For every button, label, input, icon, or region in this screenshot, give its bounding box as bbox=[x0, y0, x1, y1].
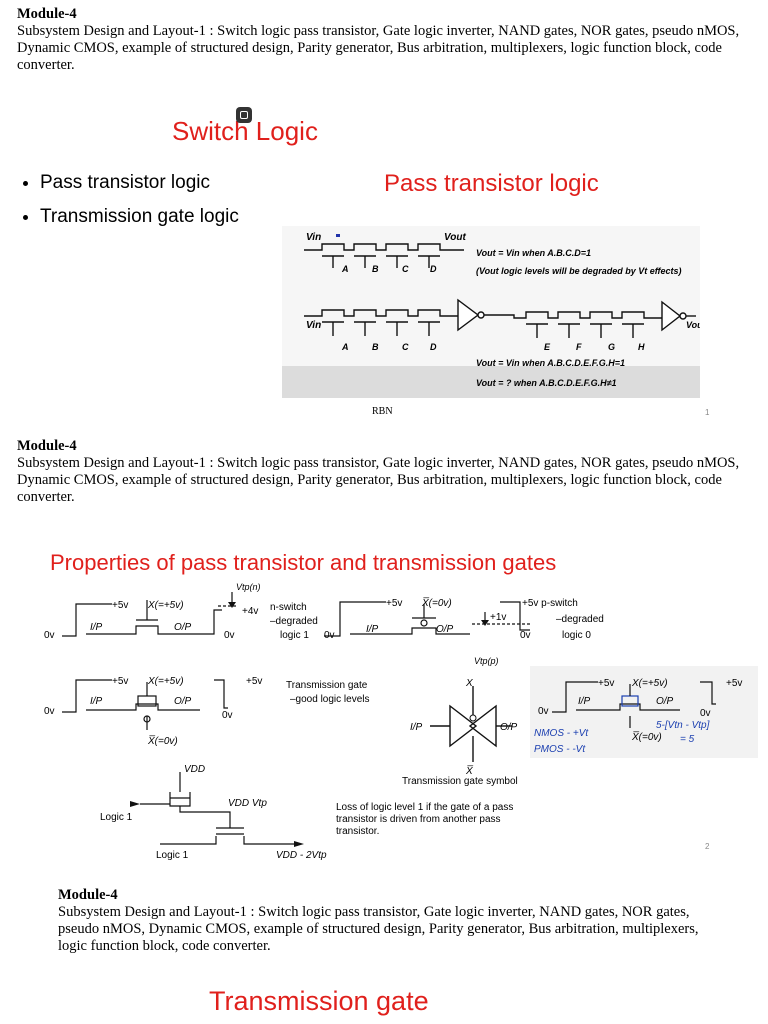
gate-label: E bbox=[544, 342, 551, 352]
input-label: I/P bbox=[578, 696, 591, 707]
equation-1-note: (Vout logic levels will be degraded by V… bbox=[476, 266, 682, 276]
symbol-caption: Transmission gate symbol bbox=[402, 776, 518, 787]
voltage-label: +1v bbox=[490, 612, 506, 623]
slide-title: Properties of pass transistor and transm… bbox=[50, 550, 557, 575]
switch-desc: –degraded bbox=[270, 616, 318, 627]
voltage-label: 0v bbox=[44, 630, 55, 641]
gate-label: G bbox=[608, 342, 615, 352]
bullet-item: Pass transistor logic bbox=[40, 166, 239, 200]
voltage-label: +5v bbox=[726, 678, 742, 689]
gate-voltage-label: X̅(=0v) bbox=[421, 597, 452, 609]
gate-label: B bbox=[372, 264, 379, 274]
switch-desc: logic 0 bbox=[562, 630, 591, 641]
logic-label: Logic 1 bbox=[156, 850, 189, 861]
gate-label: H bbox=[638, 342, 645, 352]
voltage-label: 0v bbox=[538, 706, 549, 717]
threshold-label: Vtp(p) bbox=[474, 656, 499, 666]
symbol-input-label: I/P bbox=[410, 722, 423, 733]
module-description: Subsystem Design and Layout-1 : Switch l… bbox=[58, 904, 699, 954]
symbol-output-label: O/P bbox=[500, 722, 518, 733]
symbol-x-label: X bbox=[465, 678, 473, 689]
voltage-label: +5v bbox=[598, 678, 614, 689]
vout-label: Vout bbox=[686, 320, 700, 330]
slide-title: Transmission gate bbox=[209, 986, 429, 1016]
voltage-label: +5v bbox=[112, 676, 128, 687]
equation-3: Vout = ? when A.B.C.D.E.F.G.H≠1 bbox=[476, 378, 617, 388]
module-title: Module-4 bbox=[17, 438, 77, 454]
vin-label: Vin bbox=[306, 232, 321, 243]
gate-label: C bbox=[402, 264, 409, 274]
gate-label: B bbox=[372, 342, 379, 352]
input-label: I/P bbox=[366, 624, 379, 635]
input-label: I/P bbox=[90, 622, 103, 633]
module-title: Module-4 bbox=[17, 6, 77, 22]
gate-voltage-label: X̅(=0v) bbox=[631, 731, 662, 743]
switch-label: n-switch bbox=[270, 602, 307, 613]
logic-label: Logic 1 bbox=[100, 812, 133, 823]
gate-label: A bbox=[341, 264, 349, 274]
vdd-2vtp-label: VDD - 2Vtp bbox=[276, 850, 327, 861]
voltage-label: 0v bbox=[44, 706, 55, 717]
handwritten-note: PMOS - -Vt bbox=[534, 744, 586, 755]
voltage-label: 0v bbox=[224, 630, 235, 641]
slide-3: Transmission gate bbox=[0, 976, 768, 1024]
module-header-2: Module-4 Subsystem Design and Layout-1 :… bbox=[17, 438, 747, 506]
page-number: 1 bbox=[705, 408, 710, 417]
switch-label: +5v p-switch bbox=[522, 598, 578, 609]
gate-label: D bbox=[430, 264, 437, 274]
page-number: 2 bbox=[705, 842, 710, 851]
slide-2: Properties of pass transistor and transm… bbox=[0, 530, 768, 876]
output-label: O/P bbox=[656, 696, 674, 707]
handwritten-note: 5-[Vtn - Vtp] bbox=[656, 720, 710, 731]
gate-voltage-label: X(=+5v) bbox=[147, 676, 184, 687]
voltage-label: 0v bbox=[324, 630, 335, 641]
vin-label: Vin bbox=[306, 320, 321, 331]
vout-label: Vout bbox=[444, 232, 467, 243]
symbol-xbar-label: X̅ bbox=[465, 765, 473, 777]
module-description: Subsystem Design and Layout-1 : Switch l… bbox=[17, 23, 740, 73]
switch-label: Transmission gate bbox=[286, 680, 368, 691]
voltage-label: 0v bbox=[700, 708, 711, 719]
equation-2: Vout = Vin when A.B.C.D.E.F.G.H=1 bbox=[476, 358, 625, 368]
output-label: O/P bbox=[174, 696, 192, 707]
output-label: O/P bbox=[436, 624, 454, 635]
handwritten-note: = 5 bbox=[680, 734, 695, 745]
module-header-3: Module-4 Subsystem Design and Layout-1 :… bbox=[58, 887, 708, 955]
gate-label: C bbox=[402, 342, 409, 352]
bullet-list: Pass transistor logic Transmission gate … bbox=[0, 166, 239, 234]
gate-voltage-label: X̅(=0v) bbox=[147, 735, 178, 747]
vdd-label: VDD bbox=[184, 764, 205, 775]
voltage-label: +5v bbox=[112, 600, 128, 611]
voltage-label: 0v bbox=[222, 710, 233, 721]
slide-subtitle: Pass transistor logic bbox=[384, 170, 599, 197]
voltage-label: +5v bbox=[246, 676, 262, 687]
slide-footer: RBN bbox=[372, 406, 393, 417]
gate-label: A bbox=[341, 342, 349, 352]
gate-label: D bbox=[430, 342, 437, 352]
voltage-label: 0v bbox=[520, 630, 531, 641]
module-description: Subsystem Design and Layout-1 : Switch l… bbox=[17, 455, 740, 505]
bullet-item: Transmission gate logic bbox=[40, 200, 239, 234]
module-title: Module-4 bbox=[58, 887, 118, 903]
module-header-1: Module-4 Subsystem Design and Layout-1 :… bbox=[17, 6, 747, 74]
pass-transistor-properties-diagram: +5v X(=+5v) I/P O/P 0v +4v 0v Vtp(n) n-s… bbox=[44, 582, 758, 861]
output-label: O/P bbox=[174, 622, 192, 633]
chain-note: Loss of logic level 1 if the gate of a p… bbox=[336, 802, 514, 837]
handwritten-note: NMOS - +Vt bbox=[534, 728, 589, 739]
gate-voltage-label: X(=+5v) bbox=[631, 678, 668, 689]
camera-icon bbox=[236, 107, 252, 123]
gate-label: F bbox=[576, 342, 582, 352]
threshold-label: Vtp(n) bbox=[236, 582, 261, 592]
switch-desc: –degraded bbox=[556, 614, 604, 625]
input-label: I/P bbox=[90, 696, 103, 707]
vdd-vtp-label: VDD Vtp bbox=[228, 798, 267, 809]
gate-voltage-label: X(=+5v) bbox=[147, 600, 184, 611]
switch-desc: –good logic levels bbox=[290, 694, 370, 705]
slide-1: Switch Logic Pass transistor logic Trans… bbox=[0, 100, 768, 430]
equation-1: Vout = Vin when A.B.C.D=1 bbox=[476, 248, 591, 258]
switch-desc: logic 1 bbox=[280, 630, 309, 641]
voltage-label: +4v bbox=[242, 606, 258, 617]
pass-transistor-diagram: Vin Vout A B C D Vout = Vin when A.B.C.D… bbox=[282, 226, 700, 398]
voltage-label: +5v bbox=[386, 598, 402, 609]
